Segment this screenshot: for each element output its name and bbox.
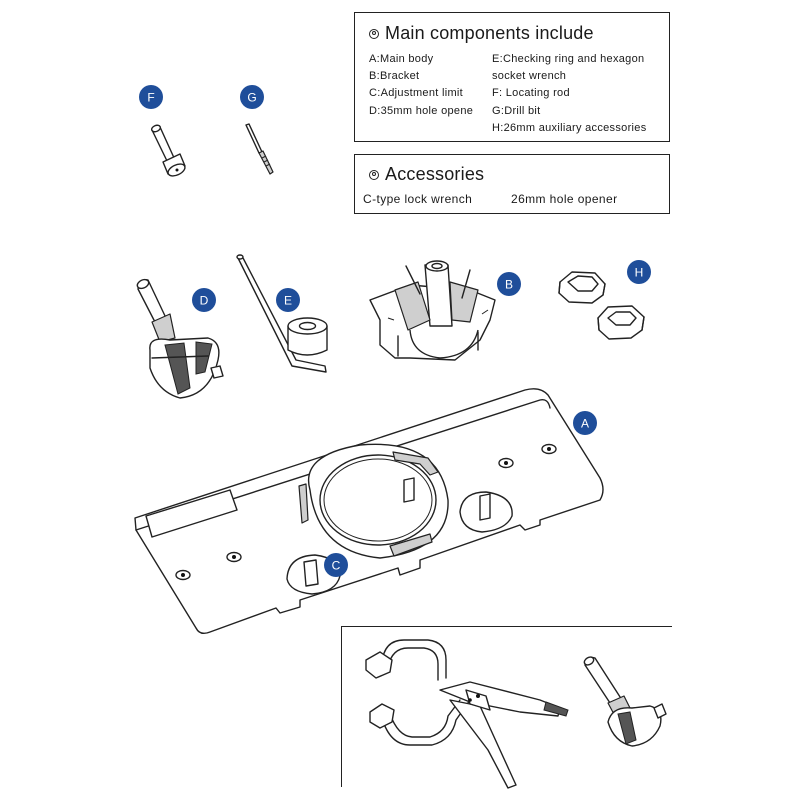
main-components-box: Main components include A:Main body B:Br… (354, 12, 670, 142)
badge-D-label: D (200, 294, 209, 308)
badge-A: A (573, 411, 597, 435)
badge-B: B (497, 272, 521, 296)
badge-F-label: F (147, 91, 154, 105)
bullet-icon (369, 169, 379, 180)
main-body-drawing (134, 388, 604, 635)
component-item: C:Adjustment limit (369, 87, 464, 100)
hex-wrench-drawing (236, 254, 327, 373)
component-item: E:Checking ring and hexagon (492, 53, 645, 65)
badge-G-label: G (247, 91, 256, 105)
hex-nut-lower-drawing (597, 305, 645, 340)
badge-H: H (627, 260, 651, 284)
accessories-title-row: Accessories (369, 164, 484, 185)
inset-frame (341, 626, 672, 787)
bullet-icon (369, 28, 379, 39)
accessory-item: 26mm hole opener (511, 192, 618, 206)
component-item: D:35mm hole opene (369, 104, 474, 117)
component-item: socket wrench (492, 70, 567, 83)
badge-G: G (240, 85, 264, 109)
checking-ring-drawing (287, 317, 328, 356)
component-item: F: Locating rod (492, 87, 570, 100)
hex-nut-upper-drawing (558, 271, 606, 304)
hole-opener-drawing (136, 278, 224, 399)
badge-C: C (324, 553, 348, 577)
component-item: G:Drill bit (492, 104, 541, 117)
badge-A-label: A (581, 417, 589, 431)
clamp-pliers-drawing (365, 639, 569, 789)
drill-bit-drawing (245, 123, 274, 175)
accessory-item: C-type lock wrench (363, 192, 473, 206)
component-item: B:Bracket (369, 70, 420, 83)
components-title-row: Main components include (369, 23, 594, 44)
badge-F: F (139, 85, 163, 109)
component-item: A:Main body (369, 53, 434, 65)
badge-H-label: H (635, 266, 644, 280)
locating-rod-drawing (150, 124, 186, 177)
components-list-right: E:Checking ring and hexagon socket wrenc… (492, 51, 647, 137)
components-list-left: A:Main body B:Bracket C:Adjustment limit… (369, 51, 473, 120)
component-item: H:26mm auxiliary accessories (492, 121, 647, 134)
accessories-title: Accessories (385, 164, 485, 184)
accessories-box: Accessories C-type lock wrench 26mm hole… (354, 154, 670, 214)
components-title: Main components include (385, 23, 594, 43)
badge-D: D (192, 288, 216, 312)
bracket-drawing (369, 260, 496, 361)
badge-C-label: C (332, 559, 341, 573)
badge-B-label: B (505, 278, 513, 292)
badge-E: E (276, 288, 300, 312)
badge-E-label: E (284, 294, 292, 308)
inset-hole-opener-drawing (583, 656, 667, 747)
